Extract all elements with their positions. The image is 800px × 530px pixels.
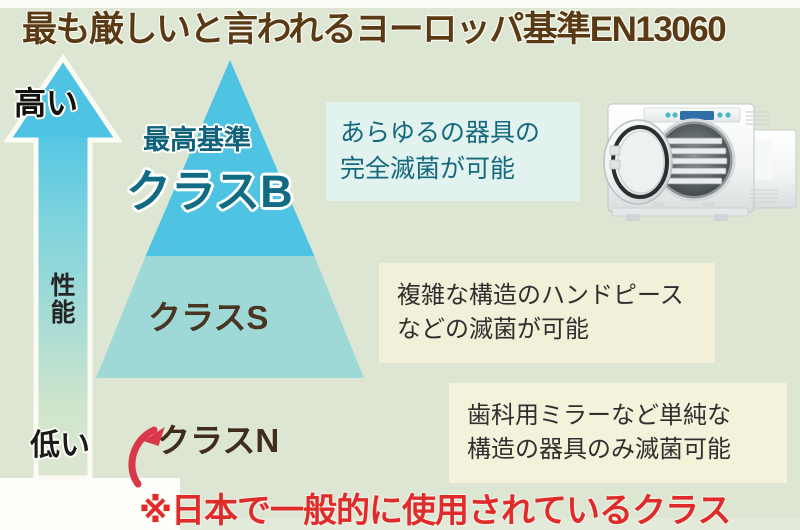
tier-label-class-s: クラスS (148, 299, 269, 336)
axis-label-low: 低い (30, 429, 90, 462)
callout-class-n: 歯科用ミラーなど単純な 構造の器具のみ滅菌可能 (449, 383, 787, 484)
pyramid-tier-class-s (96, 256, 364, 378)
callout-class-s: 複雑な構造のハンドピース などの滅菌が可能 (379, 263, 715, 364)
performance-pyramid (96, 60, 364, 378)
background-bottom-left-white (0, 478, 180, 530)
curved-arrow-icon (128, 426, 165, 488)
tier-label-class-n: クラスN (157, 422, 280, 459)
footnote-text: ※日本で一般的に使用されているクラス (139, 492, 731, 530)
autoclave-sterilizer-photo (603, 103, 797, 221)
callout-class-b: あらゆるの器具の 完全滅菌が可能 (326, 102, 580, 201)
tier-label-class-b: クラスB (126, 166, 293, 217)
axis-label-performance: 性能 (47, 272, 75, 326)
tier-eyebrow-class-b: 最高基準 (143, 125, 251, 155)
page-title: 最も厳しいと言われるヨーロッパ基準EN13060 (22, 10, 727, 49)
background-bottom-strip (180, 518, 800, 530)
background-top-strip (0, 0, 800, 8)
axis-label-high: 高い (14, 85, 79, 121)
